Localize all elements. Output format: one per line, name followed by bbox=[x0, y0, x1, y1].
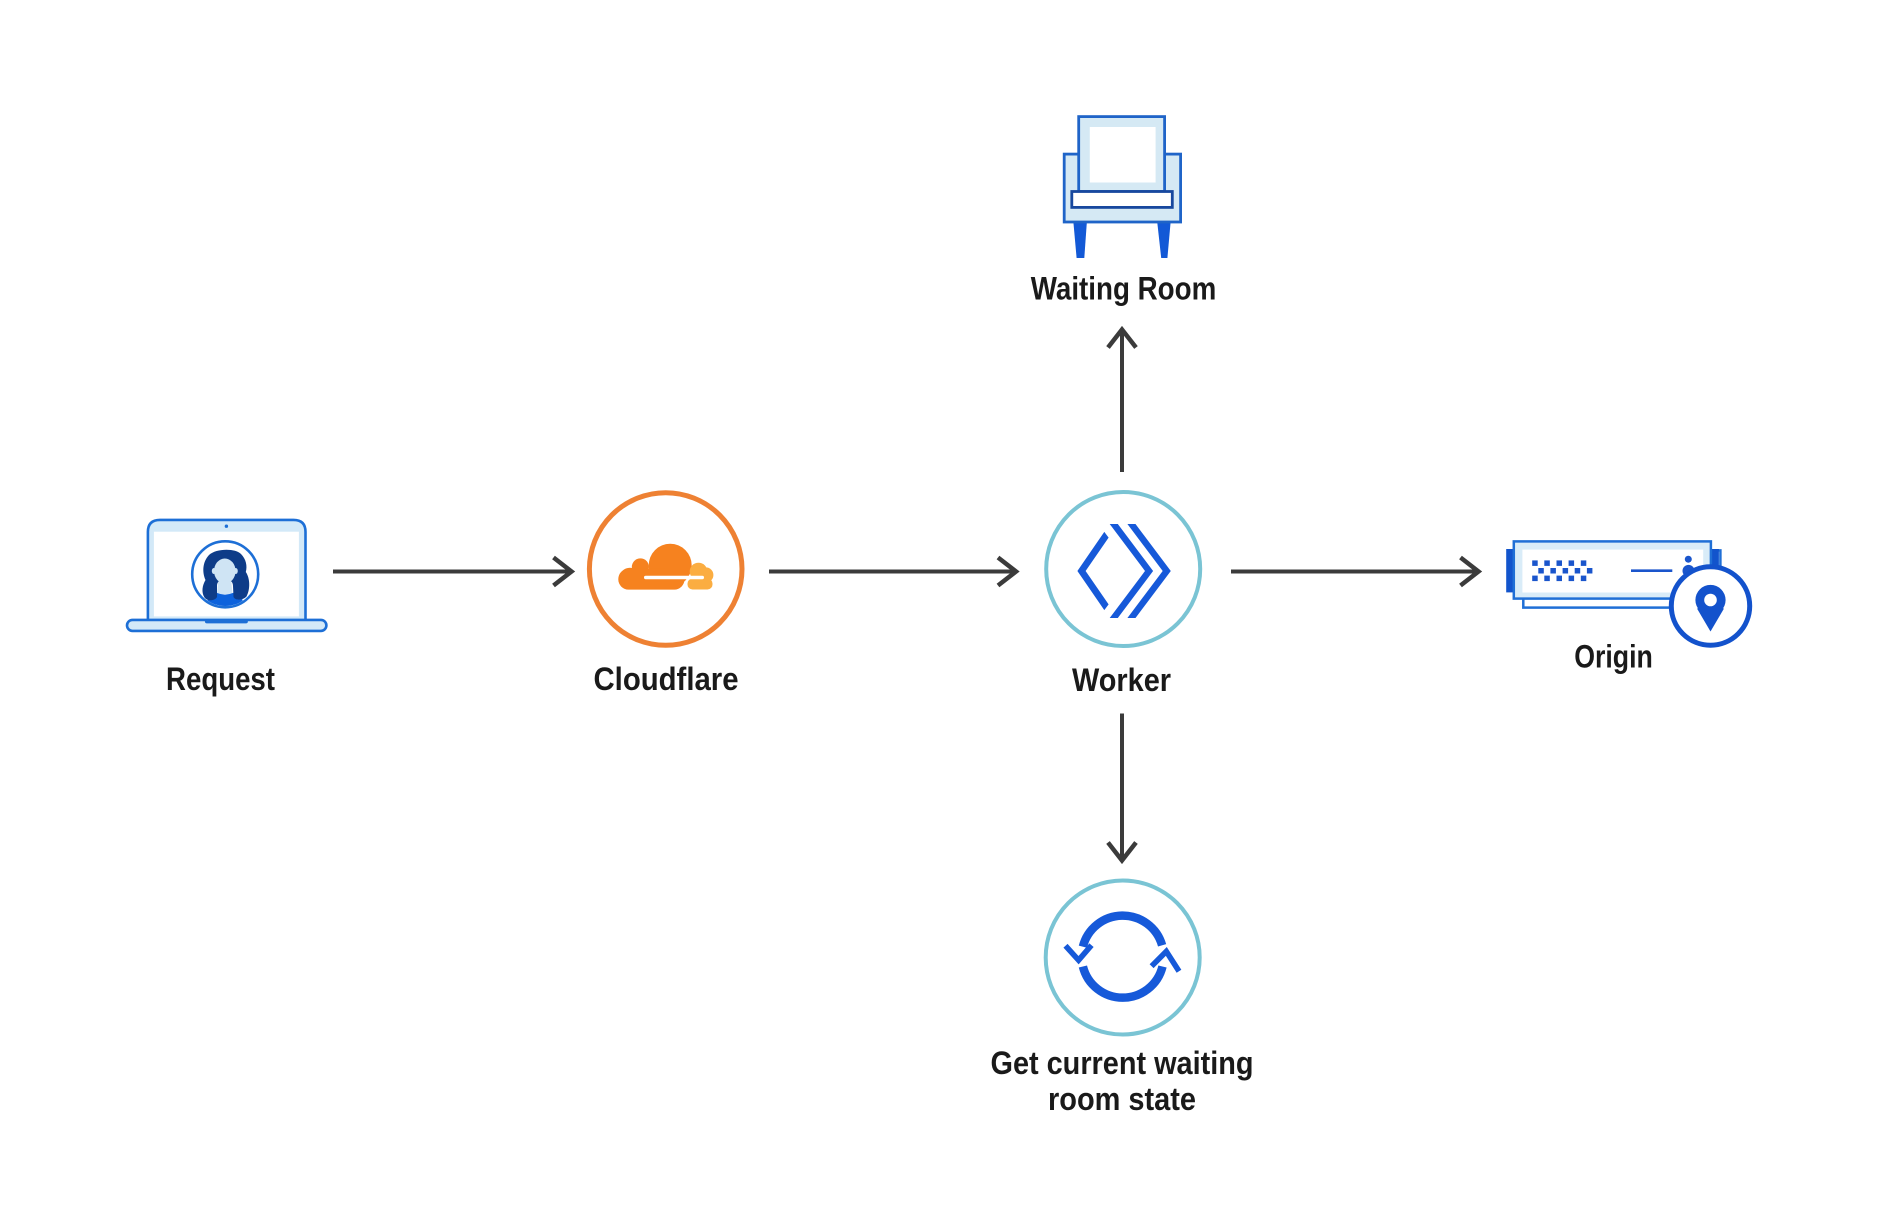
svg-text:Request: Request bbox=[166, 661, 275, 697]
svg-text:room state: room state bbox=[1048, 1081, 1196, 1117]
svg-text:Cloudflare: Cloudflare bbox=[594, 661, 739, 697]
svg-text:Waiting Room: Waiting Room bbox=[1031, 271, 1217, 307]
svg-text:Get current waiting: Get current waiting bbox=[991, 1045, 1254, 1081]
svg-text:Worker: Worker bbox=[1072, 662, 1171, 698]
svg-text:Origin: Origin bbox=[1574, 638, 1653, 674]
